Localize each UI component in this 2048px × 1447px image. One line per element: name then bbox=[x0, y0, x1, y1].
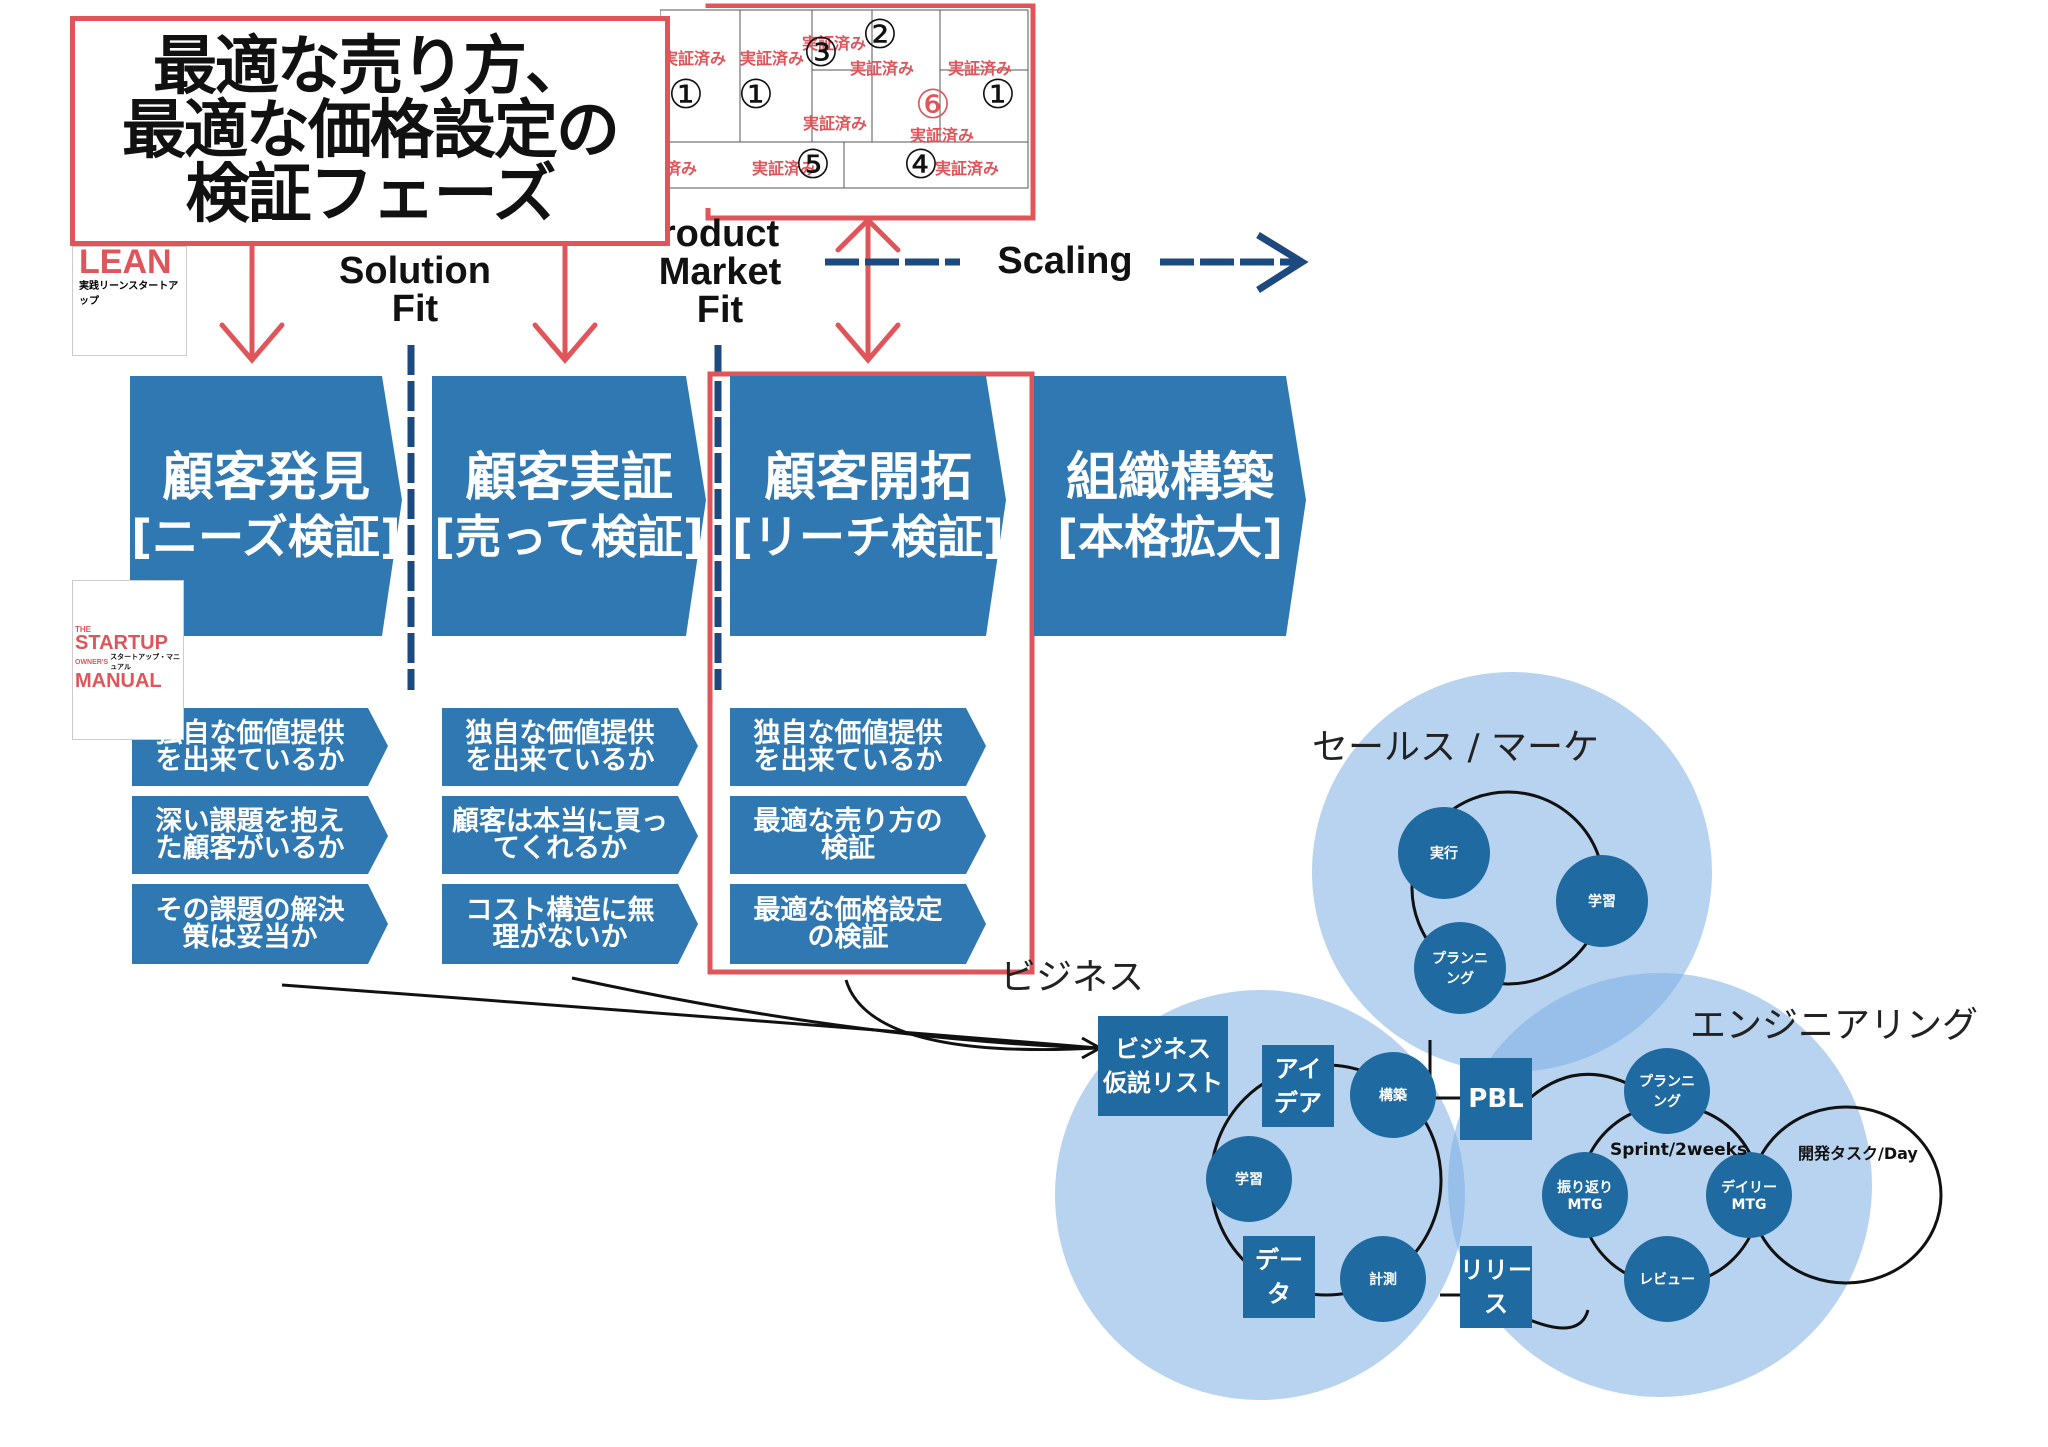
canvas-verified-5: 実証済み bbox=[948, 59, 1013, 78]
startup-line-4: MANUAL bbox=[75, 670, 162, 692]
phase-company-building: 組織構築 [本格拡大] bbox=[1034, 376, 1306, 636]
canvas-num-4: ④ bbox=[903, 142, 939, 188]
business-data-box: デー タ bbox=[1243, 1236, 1315, 1318]
check-1-3: その課題の解決策は妥当か bbox=[155, 895, 345, 953]
canvas-verified-3: 実証済み bbox=[802, 34, 867, 53]
canvas-num-1c: ① bbox=[980, 72, 1016, 118]
canvas-grid bbox=[659, 9, 1029, 189]
check-2-3: コスト構造に無理がないか bbox=[465, 895, 655, 953]
canvas-verified-7: 実証済み bbox=[910, 126, 975, 145]
canvas-num-1b: ① bbox=[738, 72, 774, 118]
canvas-num-3: ③ bbox=[803, 30, 839, 76]
phase-4-sub: [本格拡大] bbox=[1056, 510, 1284, 564]
phase-3-sub: [リーチ検証] bbox=[731, 510, 1005, 564]
solution-fit-line-2: Fit bbox=[391, 288, 439, 330]
sales-learn-node: 学習 bbox=[1556, 855, 1648, 947]
business-model-canvas bbox=[659, 8, 1030, 208]
pmf-line-2: Market bbox=[658, 251, 782, 293]
canvas-verified-2: 実証済み bbox=[740, 49, 805, 68]
canvas-num-5: ⑤ bbox=[795, 142, 831, 188]
canvas-verified-partial: 済み bbox=[665, 159, 698, 178]
title-line-2: 最適な価格設定の bbox=[122, 94, 620, 168]
business-learn-node: 学習 bbox=[1206, 1136, 1292, 1222]
canvas-num-6: ⑥ bbox=[915, 82, 951, 128]
engineering-label: エンジニアリング bbox=[1690, 1005, 1979, 1046]
pmf-line-3: Fit bbox=[696, 289, 744, 331]
eng-daily-node: デイリー MTG bbox=[1706, 1152, 1792, 1238]
startup-line-3: OWNER'S bbox=[75, 658, 109, 666]
check-1-1: 独自な価値提供を出来ているか bbox=[155, 718, 345, 776]
eng-review-node: レビュー bbox=[1624, 1236, 1710, 1322]
startup-line-2: STARTUP bbox=[75, 632, 168, 654]
sales-execute-node: 実行 bbox=[1398, 807, 1490, 899]
release-box: リリー ス bbox=[1460, 1246, 1532, 1328]
phase-customer-creation: 顧客開拓 [リーチ検証] bbox=[730, 376, 1006, 636]
lean-book-cover: LEAN 実践リーンスタートアップ bbox=[72, 243, 187, 356]
startup-manual-cover: THE STARTUP OWNER'S スタートアップ・マニュアル MANUAL bbox=[72, 580, 184, 740]
phase-3-title: 顧客開拓 bbox=[763, 448, 972, 508]
sprint-label: Sprint/2weeks bbox=[1610, 1140, 1748, 1160]
startup-jp: スタートアップ・マニュアル bbox=[110, 654, 181, 671]
product-market-fit-label: roduct Market Fit bbox=[640, 215, 800, 329]
eng-planning-node: プランニ ング bbox=[1624, 1048, 1710, 1134]
business-hypothesis-list: ビジネス 仮説リスト bbox=[1098, 1016, 1228, 1116]
phase-2-title: 顧客実証 bbox=[464, 448, 673, 508]
title-line-3: 検証フェーズ bbox=[185, 158, 557, 232]
eng-retro-node: 振り返り MTG bbox=[1542, 1152, 1628, 1238]
canvas-verified-8: 実証済み bbox=[752, 159, 817, 178]
canvas-verified-9: 実証済み bbox=[935, 159, 1000, 178]
check-3-3: 最適な価格設定の検証 bbox=[753, 895, 943, 953]
check-2-1: 独自な価値提供を出来ているか bbox=[465, 718, 655, 776]
phase-1-sub: [ニーズ検証] bbox=[131, 510, 401, 564]
sales-marketing-label: セールス / マーケ bbox=[1312, 727, 1600, 768]
canvas-verified-4: 実証済み bbox=[850, 59, 915, 78]
phase-1-title: 顧客発見 bbox=[161, 448, 370, 508]
business-build-node: 構築 bbox=[1350, 1052, 1436, 1138]
business-label: ビジネス bbox=[1000, 957, 1145, 998]
business-idea-box: アイ デア bbox=[1262, 1045, 1334, 1127]
check-1-2: 深い課題を抱えた顧客がいるか bbox=[155, 806, 345, 864]
phase-customer-discovery: 顧客発見 [ニーズ検証] bbox=[130, 376, 402, 636]
lean-book-logo: LEAN bbox=[79, 243, 172, 281]
solution-fit-line-1: Solution bbox=[339, 250, 491, 292]
business-measure-node: 計測 bbox=[1340, 1236, 1426, 1322]
sales-planning-node: プランニ ング bbox=[1414, 922, 1506, 1014]
phase-4-title: 組織構築 bbox=[1065, 448, 1274, 508]
pbl-box: PBL bbox=[1460, 1058, 1532, 1140]
dev-task-label: 開発タスク/Day bbox=[1798, 1144, 1918, 1163]
pmf-line-1: roduct bbox=[660, 213, 780, 255]
check-2-2: 顧客は本当に買ってくれるか bbox=[452, 806, 668, 864]
canvas-num-1a: ① bbox=[668, 72, 704, 118]
title-box: 最適な売り方、 最適な価格設定の 検証フェーズ bbox=[70, 16, 670, 246]
canvas-num-2: ② bbox=[862, 12, 898, 58]
check-3-1: 独自な価値提供を出来ているか bbox=[753, 718, 943, 776]
startup-line-1: THE bbox=[75, 625, 91, 634]
canvas-verified-6: 実証済み bbox=[803, 114, 868, 133]
phase-customer-validation: 顧客実証 [売って検証] bbox=[432, 376, 706, 636]
title-line-1: 最適な売り方、 bbox=[153, 30, 589, 104]
solution-fit-label: Solution Fit bbox=[330, 252, 500, 328]
phase-2-sub: [売って検証] bbox=[434, 510, 704, 564]
check-3-2: 最適な売り方の検証 bbox=[753, 806, 943, 864]
lean-book-subtitle: 実践リーンスタートアップ bbox=[79, 281, 179, 307]
scaling-label: Scaling bbox=[997, 240, 1133, 282]
canvas-verified-1: 実証済み bbox=[662, 49, 727, 68]
